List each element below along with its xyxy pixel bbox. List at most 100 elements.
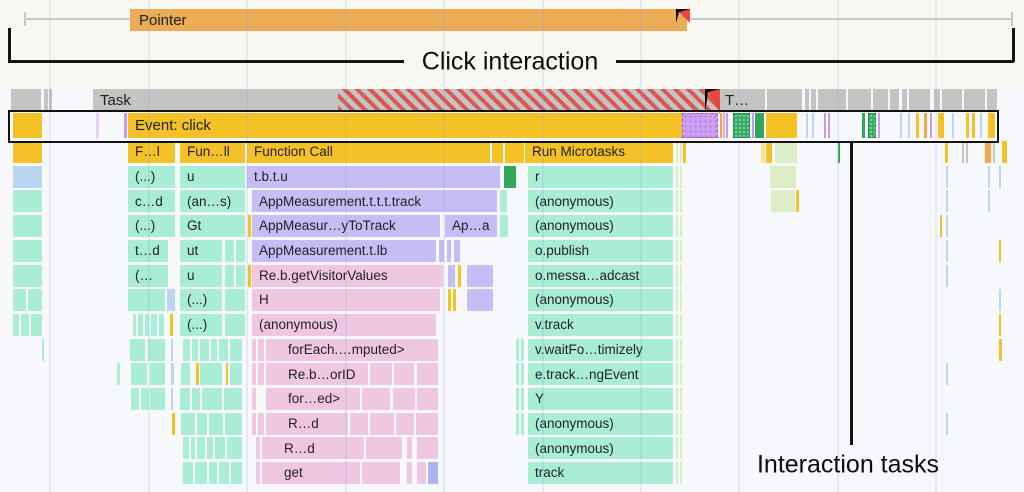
flame-bar[interactable] [680,462,682,485]
flame-bar[interactable] [171,388,173,410]
bar-u[interactable]: u [180,165,245,188]
flame-bar[interactable] [197,412,207,435]
flame-bar[interactable] [988,165,990,188]
flame-bar[interactable] [170,313,173,336]
flame-bar[interactable] [676,313,678,336]
event-fragment[interactable] [124,113,127,138]
flame-bar[interactable] [211,338,217,361]
flame-bar[interactable] [676,239,678,262]
flame-bar[interactable] [458,264,461,287]
flame-bar[interactable] [207,437,213,460]
flame-bar[interactable] [966,141,968,163]
flame-bar[interactable] [252,363,256,386]
flame-bar[interactable] [172,412,175,435]
task-bar[interactable] [818,89,846,111]
flame-bar[interactable] [224,388,242,410]
flame-bar[interactable] [999,165,1001,188]
flame-bar[interactable] [962,141,964,163]
event-fragment[interactable] [812,113,814,138]
bar-anonymous[interactable]: (anonymous) [528,437,673,460]
bar-h[interactable]: H [252,289,440,312]
flame-bar[interactable] [226,363,228,386]
flame-bar[interactable] [258,363,264,386]
flame-bar[interactable] [171,338,173,361]
bar-appmeasurement-t-t-t-track[interactable]: AppMeasurement.t.t.t.track [252,190,497,213]
flame-bar[interactable] [13,215,42,238]
bar-t-b-t-u[interactable]: t.b.t.u [247,165,500,188]
event-fragment[interactable] [972,113,975,138]
pointer-interaction-bar[interactable]: Pointer [130,9,687,31]
flame-bar[interactable] [985,141,991,163]
flame-bar[interactable] [197,437,205,460]
bar-anonymous[interactable]: (anonymous) [528,215,673,238]
flame-bar[interactable] [796,190,799,213]
flame-bar[interactable] [393,388,415,410]
flame-bar[interactable] [209,412,223,435]
flame-bar[interactable] [946,190,948,213]
flame-bar[interactable] [236,239,245,262]
flame-bar[interactable] [680,289,682,312]
flame-bar[interactable] [191,437,195,460]
flame-bar[interactable] [680,239,682,262]
flame-bar[interactable] [192,338,198,361]
bar-e-track-ngevent[interactable]: e.track…ngEvent [528,363,673,386]
flame-bar[interactable] [761,141,765,163]
flame-bar[interactable] [200,338,209,361]
event-fragment[interactable] [938,113,944,138]
task-fragment[interactable] [44,89,48,111]
flame-bar[interactable] [676,289,678,312]
task-bar[interactable] [902,89,907,111]
flame-bar[interactable] [676,363,678,386]
task-bar[interactable] [767,89,802,111]
flame-bar[interactable] [448,264,455,287]
flame-bar[interactable] [680,264,682,287]
flame-bar[interactable] [680,190,682,213]
bar-re-b-getvisitorvalues[interactable]: Re.b.getVisitorValues [252,264,443,287]
flame-bar[interactable] [362,388,390,410]
flame-bar[interactable] [516,338,519,361]
flame-bar[interactable] [366,437,402,460]
event-fragment[interactable] [96,113,99,138]
bar-an-s[interactable]: (an…s) [180,190,245,213]
flame-bar[interactable] [148,338,165,361]
flame-bar[interactable] [225,264,234,287]
flame-bar[interactable] [940,215,942,238]
flame-bar[interactable] [215,437,225,460]
bar-appmeasurement-t-lb[interactable]: AppMeasurement.t.lb [252,239,436,262]
task-bar[interactable] [987,89,997,111]
bar-anonymous[interactable]: (anonymous) [528,289,673,312]
flame-bar[interactable] [407,437,412,460]
bar-r-d[interactable]: R…d [262,437,364,460]
bar-[interactable]: (...) [128,215,175,238]
task-bar[interactable] [805,89,809,111]
flame-bar[interactable] [256,437,260,460]
flame-bar[interactable] [521,338,524,361]
flame-bar[interactable] [225,412,242,435]
event-fragment[interactable] [930,113,932,138]
flame-bar[interactable] [680,363,682,386]
flame-bar[interactable] [680,165,682,188]
task-fragment[interactable] [49,89,52,111]
flame-bar[interactable] [370,363,392,386]
flame-bar[interactable] [219,462,229,485]
bar-r[interactable]: r [528,165,673,188]
flame-bar[interactable] [150,388,165,410]
flame-bar[interactable] [133,313,136,336]
task-bar[interactable] [909,89,930,111]
flame-bar[interactable] [407,462,412,485]
bar-[interactable]: (...) [180,313,222,336]
event-fragment[interactable] [952,113,954,138]
flame-bar[interactable] [195,462,207,485]
bar-u[interactable]: u [180,264,222,287]
flame-bar[interactable] [680,338,682,361]
flame-bar[interactable] [209,462,217,485]
flame-bar[interactable] [256,462,260,485]
bar-get[interactable]: get [262,462,360,485]
event-fragment[interactable] [13,113,42,138]
task-bar[interactable] [890,89,899,111]
flame-bar[interactable] [145,313,149,336]
flame-bar[interactable] [219,338,228,361]
flame-bar[interactable] [13,141,42,163]
flame-bar[interactable] [141,388,149,410]
flame-bar[interactable] [467,289,493,312]
